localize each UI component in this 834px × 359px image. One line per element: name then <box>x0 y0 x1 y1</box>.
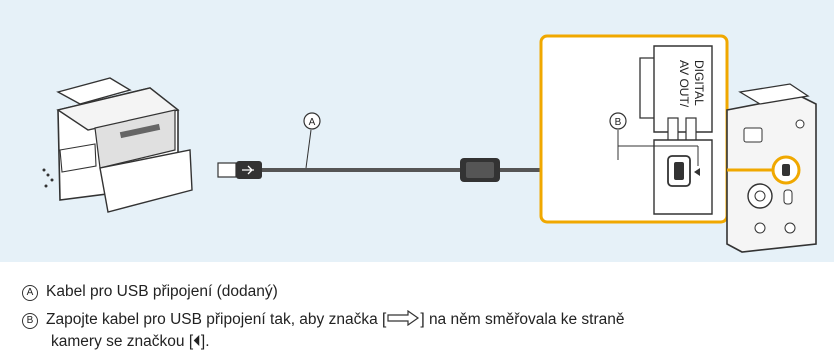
callout-b: B <box>609 112 627 130</box>
callout-a: A <box>303 112 321 130</box>
caption-a: A Kabel pro USB připojení (dodaný) <box>22 282 278 302</box>
caption-b-line2: kamery se značkou [⏴]. <box>51 333 210 350</box>
svg-text:A: A <box>309 117 316 128</box>
usb-a-plug <box>217 161 262 179</box>
caption-a-text: Kabel pro USB připojení (dodaný) <box>46 283 278 300</box>
caption-b-text-after: ] na něm směřovala ke straně <box>420 311 625 328</box>
arrow-mark-icon <box>387 310 420 326</box>
camera-port-callout <box>727 155 801 185</box>
svg-text:B: B <box>615 117 622 128</box>
caption-a-marker: A <box>22 285 38 301</box>
connection-diagram: AV OUT/ DIGITAL A B <box>0 0 834 262</box>
caption-b-marker: B <box>22 313 38 329</box>
callout-a-leader <box>305 129 312 169</box>
ferrite-core <box>460 158 500 182</box>
camera-illustration <box>726 83 817 253</box>
av-out-label-line1: AV OUT/ <box>677 60 691 108</box>
caption-b: B Zapojte kabel pro USB připojení tak, ab… <box>22 310 625 330</box>
usb-port-socket <box>667 155 700 187</box>
printer-illustration <box>42 77 193 213</box>
caption-b-text-before: Zapojte kabel pro USB připojení tak, aby… <box>46 311 387 328</box>
av-out-label-line2: DIGITAL <box>692 60 706 106</box>
